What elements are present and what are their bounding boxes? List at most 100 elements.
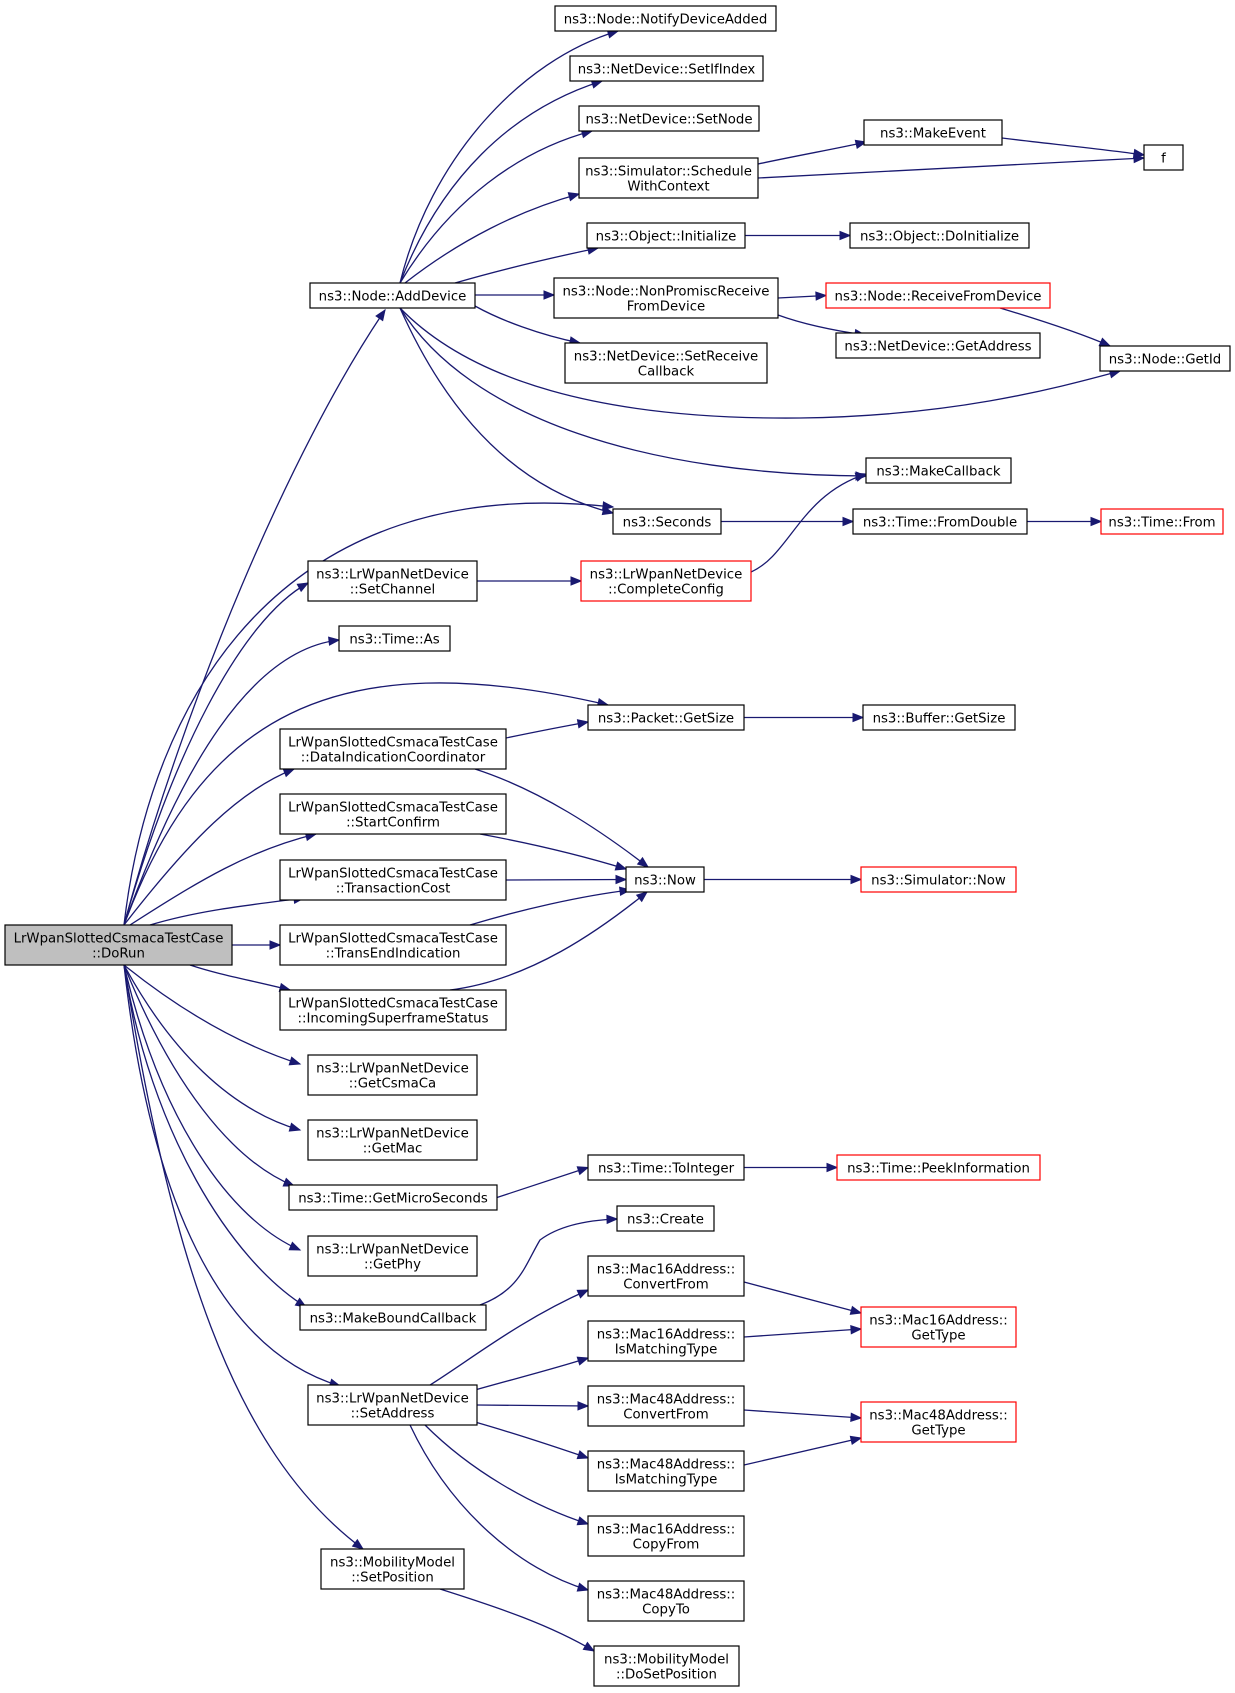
node-label: Callback — [638, 365, 695, 380]
node-f[interactable]: f — [1143, 144, 1184, 171]
node-label: ::GetMac — [363, 1142, 423, 1157]
node-getmac[interactable]: ns3::LrWpanNetDevice::GetMac — [307, 1119, 478, 1161]
edge-arrowhead — [619, 886, 632, 896]
edge-arrowhead — [288, 1122, 302, 1132]
node-m48gettype[interactable]: ns3::Mac48Address::GetType — [860, 1401, 1017, 1443]
node-objinit[interactable]: ns3::Object::Initialize — [586, 222, 746, 249]
call-edge — [424, 1424, 590, 1526]
node-label: ns3::Mac16Address:: — [597, 1523, 736, 1538]
node-label: LrWpanSlottedCsmacaTestCase — [288, 736, 498, 751]
node-label: ns3::MakeCallback — [876, 465, 1001, 480]
node-m48match[interactable]: ns3::Mac48Address::IsMatchingType — [587, 1450, 745, 1492]
call-edge — [476, 1401, 590, 1411]
call-edge — [505, 719, 590, 739]
node-startconfirm[interactable]: LrWpanSlottedCsmacaTestCase::StartConfir… — [279, 793, 507, 835]
node-label: ns3::Mac16Address:: — [869, 1314, 1008, 1329]
node-simnow[interactable]: ns3::Simulator::Now — [860, 866, 1017, 893]
node-setaddress[interactable]: ns3::LrWpanNetDevice::SetAddress — [307, 1384, 478, 1426]
node-box — [862, 704, 1016, 731]
node-mobsetpos[interactable]: ns3::MobilityModel::SetPosition — [320, 1548, 465, 1590]
node-label: ns3::Time::PeekInformation — [847, 1162, 1030, 1177]
edge-line — [123, 639, 340, 926]
call-edge — [505, 874, 628, 885]
node-transcost[interactable]: LrWpanSlottedCsmacaTestCase::Transaction… — [279, 859, 507, 901]
node-m16gettype[interactable]: ns3::Mac16Address::GetType — [860, 1306, 1017, 1348]
call-edge — [479, 833, 628, 871]
call-edge — [496, 1166, 590, 1199]
node-box — [835, 332, 1041, 359]
call-edge — [123, 768, 296, 926]
node-completeconfig[interactable]: ns3::LrWpanNetDevice::CompleteConfig — [580, 560, 752, 602]
node-box — [849, 222, 1030, 249]
node-getid[interactable]: ns3::Node::GetId — [1099, 345, 1231, 372]
call-edge — [123, 964, 365, 1550]
node-tointeger[interactable]: ns3::Time::ToInteger — [587, 1154, 745, 1181]
node-box — [865, 457, 1012, 484]
node-label: ns3::MobilityModel — [330, 1556, 455, 1571]
call-edge — [123, 964, 302, 1066]
edge-line — [123, 682, 609, 926]
node-label: ns3::Mac16Address:: — [597, 1263, 736, 1278]
node-label: CopyFrom — [633, 1538, 700, 1553]
call-edge — [743, 1409, 863, 1423]
node-box — [279, 728, 507, 770]
node-bufgetsize[interactable]: ns3::Buffer::GetSize — [862, 704, 1016, 731]
node-setifindex[interactable]: ns3::NetDevice::SetIfIndex — [569, 55, 764, 82]
node-m16convert[interactable]: ns3::Mac16Address::ConvertFrom — [587, 1255, 745, 1297]
edge-line — [404, 193, 580, 284]
node-notifyadded[interactable]: ns3::Node::NotifyDeviceAdded — [554, 5, 777, 32]
node-label: IsMatchingType — [615, 1343, 718, 1358]
node-mobdosetpos[interactable]: ns3::MobilityModel::DoSetPosition — [593, 1645, 740, 1687]
node-getaddress[interactable]: ns3::NetDevice::GetAddress — [835, 332, 1041, 359]
call-edge — [123, 308, 386, 926]
edge-line — [476, 1404, 589, 1407]
node-setnode[interactable]: ns3::NetDevice::SetNode — [578, 105, 760, 132]
call-edge — [474, 1356, 590, 1391]
node-peekinfo[interactable]: ns3::Time::PeekInformation — [836, 1154, 1041, 1181]
node-adddevice[interactable]: ns3::Node::AddDevice — [309, 282, 476, 309]
node-transendind[interactable]: LrWpanSlottedCsmacaTestCase::TransEndInd… — [279, 924, 507, 966]
node-fromdouble[interactable]: ns3::Time::FromDouble — [852, 508, 1028, 535]
node-makecallback[interactable]: ns3::MakeCallback — [865, 457, 1012, 484]
node-pktgetsize[interactable]: ns3::Packet::GetSize — [587, 704, 745, 731]
node-dorun[interactable]: LrWpanSlottedCsmacaTestCase::DoRun — [4, 924, 233, 966]
edge-line — [479, 1218, 618, 1306]
node-m16copyfrom[interactable]: ns3::Mac16Address::CopyFrom — [587, 1515, 745, 1557]
node-recvfromdev[interactable]: ns3::Node::ReceiveFromDevice — [825, 282, 1051, 309]
edge-line — [479, 833, 627, 870]
node-dataindcoord[interactable]: LrWpanSlottedCsmacaTestCase::DataIndicat… — [279, 728, 507, 770]
node-incomingsf[interactable]: LrWpanSlottedCsmacaTestCase::IncomingSup… — [279, 989, 507, 1031]
edge-arrowhead — [576, 1356, 590, 1366]
edge-arrowhead — [636, 856, 650, 868]
node-label: ns3::Create — [627, 1213, 704, 1228]
edge-arrowhead — [850, 1412, 863, 1423]
edge-arrowhead — [576, 1166, 590, 1176]
node-create[interactable]: ns3::Create — [616, 1205, 715, 1232]
call-edge — [743, 1324, 863, 1338]
node-m48copyto[interactable]: ns3::Mac48Address::CopyTo — [587, 1580, 745, 1622]
node-objdoinit[interactable]: ns3::Object::DoInitialize — [849, 222, 1030, 249]
node-setchannel[interactable]: ns3::LrWpanNetDevice::SetChannel — [307, 560, 478, 602]
call-edge — [744, 1162, 839, 1173]
node-makebound[interactable]: ns3::MakeBoundCallback — [299, 1304, 487, 1331]
node-timeas[interactable]: ns3::Time::As — [338, 625, 451, 652]
node-label: ns3::NetDevice::SetNode — [585, 113, 752, 128]
node-m48convert[interactable]: ns3::Mac48Address::ConvertFrom — [587, 1385, 745, 1427]
call-edge — [123, 964, 296, 1187]
node-getphy[interactable]: ns3::LrWpanNetDevice::GetPhy — [307, 1235, 478, 1277]
node-getcsmaca[interactable]: ns3::LrWpanNetDevice::GetCsmaCa — [307, 1054, 478, 1096]
edge-line — [743, 1281, 862, 1314]
edge-arrowhead — [269, 940, 282, 950]
edge-line — [474, 1421, 589, 1459]
node-getmicro[interactable]: ns3::Time::GetMicroSeconds — [288, 1184, 498, 1211]
edge-line — [429, 1289, 589, 1386]
node-timefrom[interactable]: ns3::Time::From — [1100, 508, 1224, 535]
node-seconds[interactable]: ns3::Seconds — [612, 508, 722, 535]
node-m16match[interactable]: ns3::Mac16Address::IsMatchingType — [587, 1320, 745, 1362]
edge-line — [439, 1588, 595, 1652]
node-now[interactable]: ns3::Now — [625, 866, 705, 893]
node-makeevent[interactable]: ns3::MakeEvent — [863, 119, 1003, 146]
